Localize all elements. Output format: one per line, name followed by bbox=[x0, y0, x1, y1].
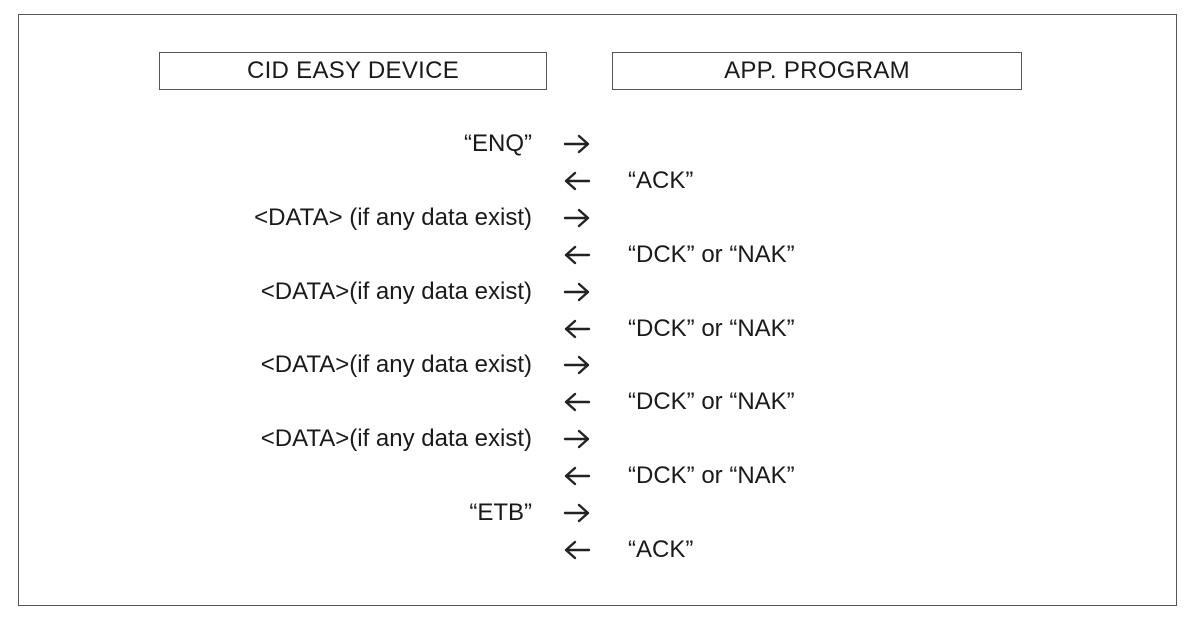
sequence-step: “ETB” bbox=[0, 496, 1200, 530]
sequence-step: <DATA>(if any data exist) bbox=[0, 422, 1200, 456]
sequence-step: “DCK” or “NAK” bbox=[0, 238, 1200, 272]
arrow-right-icon bbox=[563, 282, 591, 302]
device-message-label: <DATA>(if any data exist) bbox=[260, 351, 532, 379]
arrow-left-icon bbox=[563, 466, 591, 486]
sequence-step: “ACK” bbox=[0, 164, 1200, 198]
sequence-step: <DATA>(if any data exist) bbox=[0, 275, 1200, 309]
app-message-label: “ACK” bbox=[628, 166, 694, 194]
app-message-label: “DCK” or “NAK” bbox=[628, 240, 795, 268]
app-program-header: APP. PROGRAM bbox=[612, 52, 1022, 90]
app-program-header-label: APP. PROGRAM bbox=[724, 57, 910, 84]
device-message-label: <DATA> (if any data exist) bbox=[254, 203, 532, 231]
arrow-right-icon bbox=[563, 208, 591, 228]
app-message-label: “DCK” or “NAK” bbox=[628, 388, 795, 416]
sequence-step: “DCK” or “NAK” bbox=[0, 459, 1200, 493]
device-message-label: “ENQ” bbox=[464, 130, 532, 157]
device-header-label: CID EASY DEVICE bbox=[246, 57, 460, 84]
arrow-left-icon bbox=[563, 392, 591, 412]
device-message-label: <DATA>(if any data exist) bbox=[260, 425, 532, 453]
diagram-frame bbox=[18, 14, 1177, 606]
arrow-left-icon bbox=[563, 319, 591, 339]
sequence-step: “DCK” or “NAK” bbox=[0, 385, 1200, 419]
app-message-label: “DCK” or “NAK” bbox=[628, 462, 795, 490]
arrow-left-icon bbox=[563, 171, 591, 191]
arrow-right-icon bbox=[563, 503, 591, 523]
sequence-step: “ACK” bbox=[0, 533, 1200, 567]
arrow-right-icon bbox=[563, 429, 591, 449]
app-message-label: “ACK” bbox=[628, 535, 694, 563]
sequence-step: “DCK” or “NAK” bbox=[0, 312, 1200, 346]
device-header: CID EASY DEVICE bbox=[159, 52, 547, 90]
app-message-label: “DCK” or “NAK” bbox=[628, 314, 795, 342]
device-message-label: “ETB” bbox=[469, 499, 532, 526]
arrow-right-icon bbox=[563, 134, 591, 154]
sequence-step: “ENQ” bbox=[0, 127, 1200, 161]
arrow-right-icon bbox=[563, 355, 591, 375]
device-message-label: <DATA>(if any data exist) bbox=[260, 277, 532, 305]
arrow-left-icon bbox=[563, 245, 591, 265]
sequence-step: <DATA> (if any data exist) bbox=[0, 201, 1200, 235]
arrow-left-icon bbox=[563, 540, 591, 560]
sequence-step: <DATA>(if any data exist) bbox=[0, 348, 1200, 382]
